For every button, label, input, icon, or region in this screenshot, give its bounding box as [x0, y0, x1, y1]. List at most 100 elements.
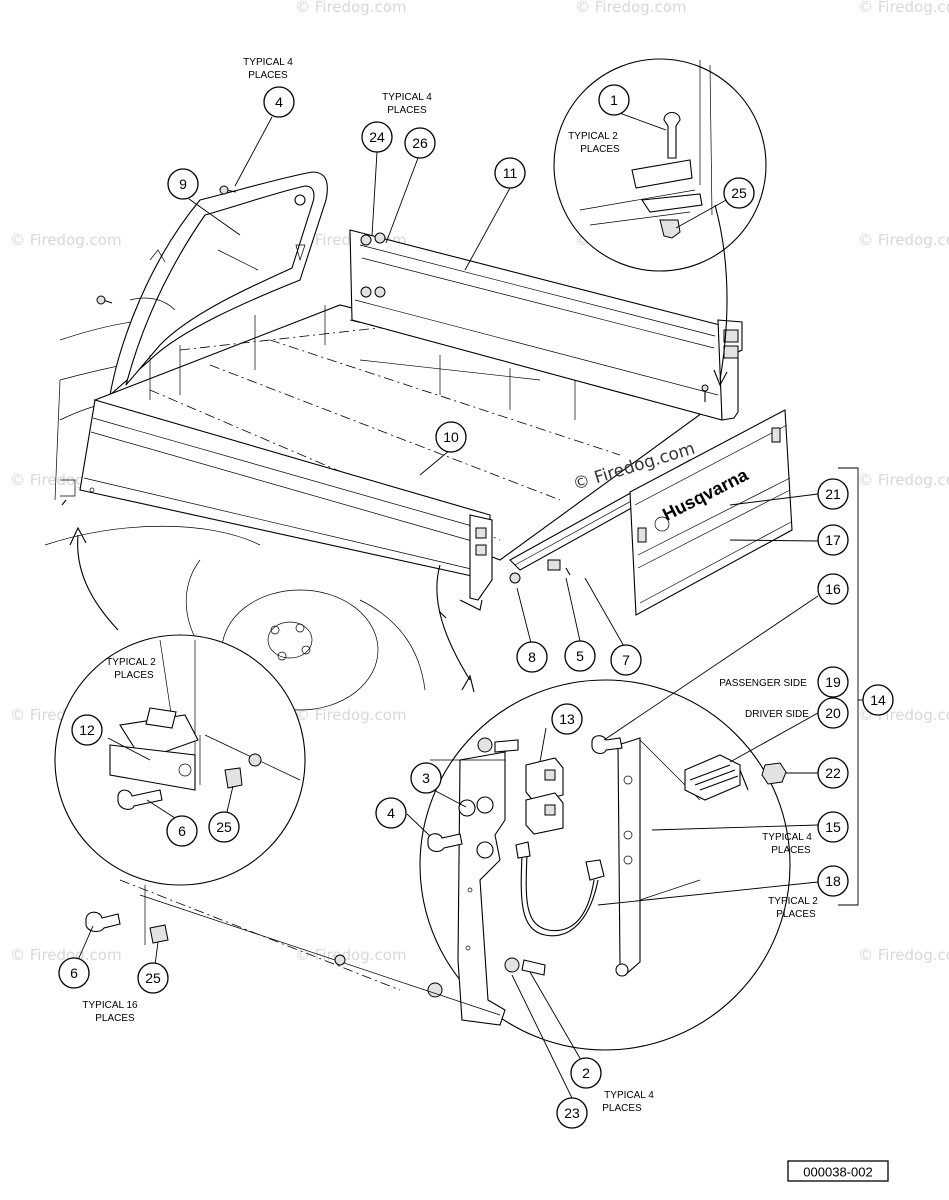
svg-text:TYPICAL 4: TYPICAL 4	[243, 57, 293, 68]
svg-text:10: 10	[443, 429, 459, 445]
callout-13: 13	[551, 703, 583, 735]
note-typical4-bottom: TYPICAL 4 PLACES	[602, 1090, 654, 1114]
callout-1: 1	[598, 84, 630, 116]
watermark: © Firedog.com	[858, 946, 949, 964]
svg-text:25: 25	[731, 185, 747, 201]
watermark: © Firedog.com	[295, 706, 407, 724]
callout-25-lower: 25	[137, 962, 169, 994]
svg-text:TYPICAL 2: TYPICAL 2	[106, 657, 156, 668]
leader-lines	[77, 110, 819, 1099]
callout-10: 10	[435, 421, 467, 453]
callout-26: 26	[404, 127, 436, 159]
note-typical4-top-mid: TYPICAL 4 PLACES	[382, 92, 432, 116]
watermark: © Firedog.com	[10, 231, 122, 249]
svg-text:25: 25	[145, 970, 161, 986]
callout-18: 18	[817, 865, 849, 897]
svg-text:9: 9	[179, 176, 187, 192]
detail-bottom-left	[54, 526, 306, 886]
svg-text:7: 7	[622, 652, 630, 668]
watermark: © Firedog.com	[575, 0, 687, 16]
svg-text:20: 20	[825, 705, 841, 721]
svg-text:TYPICAL 4: TYPICAL 4	[604, 1090, 654, 1101]
callout-11: 11	[494, 157, 526, 189]
watermark: © Firedog.com	[10, 946, 122, 964]
callout-14: 14	[862, 684, 894, 716]
svg-text:PLACES: PLACES	[248, 70, 288, 81]
callout-5: 5	[564, 640, 596, 672]
svg-text:8: 8	[528, 649, 536, 665]
svg-text:18: 18	[825, 873, 841, 889]
svg-text:1: 1	[610, 92, 618, 108]
callout-2: 2	[570, 1057, 602, 1089]
svg-text:17: 17	[825, 532, 841, 548]
svg-text:TYPICAL 4: TYPICAL 4	[762, 832, 812, 843]
headache-rack	[109, 171, 328, 397]
callout-23: 23	[556, 1097, 588, 1129]
tailgate: Husqvarna	[629, 409, 793, 616]
callout-22: 22	[817, 757, 849, 789]
svg-text:14: 14	[870, 692, 886, 708]
svg-text:5: 5	[576, 648, 584, 664]
svg-text:TYPICAL 2: TYPICAL 2	[768, 896, 818, 907]
callout-25-detail-top: 25	[723, 177, 755, 209]
svg-text:PLACES: PLACES	[771, 845, 811, 856]
svg-text:13: 13	[559, 711, 575, 727]
svg-text:TYPICAL 16: TYPICAL 16	[82, 1000, 138, 1011]
callout-3: 3	[410, 762, 442, 794]
svg-text:12: 12	[79, 722, 95, 738]
svg-text:22: 22	[825, 765, 841, 781]
callout-15: 15	[817, 811, 849, 843]
watermark: © Firedog.com	[295, 946, 407, 964]
watermark: © Firedog.com	[858, 231, 949, 249]
callout-9: 9	[167, 168, 199, 200]
note-driver-side: DRIVER SIDE	[745, 709, 809, 720]
callout-24: 24	[361, 121, 393, 153]
svg-text:2: 2	[582, 1065, 590, 1081]
svg-text:23: 23	[564, 1105, 580, 1121]
svg-text:4: 4	[387, 805, 395, 821]
svg-text:21: 21	[825, 486, 841, 502]
group-bracket-14	[838, 467, 859, 906]
note-typical2-detail-top: TYPICAL 2 PLACES	[568, 131, 620, 155]
note-typical4-top-left: TYPICAL 4 PLACES	[243, 57, 293, 81]
svg-text:4: 4	[275, 94, 283, 110]
callout-8: 8	[516, 641, 548, 673]
callout-7: 7	[610, 644, 642, 676]
svg-text:PLACES: PLACES	[387, 105, 427, 116]
svg-text:24: 24	[369, 129, 385, 145]
callout-20: 20	[817, 697, 849, 729]
svg-text:3: 3	[422, 770, 430, 786]
callout-4-top: 4	[263, 86, 295, 118]
svg-text:PLACES: PLACES	[602, 1103, 642, 1114]
svg-text:PLACES: PLACES	[776, 909, 816, 920]
svg-text:16: 16	[825, 581, 841, 597]
callout-17: 17	[817, 524, 849, 556]
callout-25-detail-left: 25	[208, 811, 240, 843]
svg-text:11: 11	[503, 165, 518, 181]
callout-16: 16	[817, 573, 849, 605]
callout-21: 21	[817, 478, 849, 510]
part-number-box: 000038-002	[787, 1160, 889, 1182]
lower-rail	[85, 879, 501, 1016]
svg-text:6: 6	[178, 823, 186, 839]
svg-text:26: 26	[412, 135, 428, 151]
svg-text:TYPICAL 2: TYPICAL 2	[568, 131, 618, 142]
note-passenger-side: PASSENGER SIDE	[719, 678, 807, 689]
callout-4-detail: 4	[375, 797, 407, 829]
svg-text:6: 6	[70, 965, 78, 981]
svg-text:15: 15	[825, 819, 841, 835]
svg-text:TYPICAL 4: TYPICAL 4	[382, 92, 432, 103]
svg-text:25: 25	[216, 819, 232, 835]
svg-text:PLACES: PLACES	[95, 1013, 135, 1024]
callout-6-detail: 6	[166, 815, 198, 847]
note-typical2-right: TYPICAL 2 PLACES	[768, 896, 818, 920]
callout-6-lower: 6	[58, 957, 90, 989]
nut-22	[761, 762, 787, 785]
svg-text:PLACES: PLACES	[114, 670, 154, 681]
watermark: © Firedog.com	[858, 471, 949, 489]
watermark: © Firedog.com	[295, 0, 407, 16]
part-number: 000038-002	[803, 1165, 872, 1180]
watermark: © Firedog.com	[858, 0, 949, 16]
note-typical2-detail-left: TYPICAL 2 PLACES	[106, 657, 156, 681]
